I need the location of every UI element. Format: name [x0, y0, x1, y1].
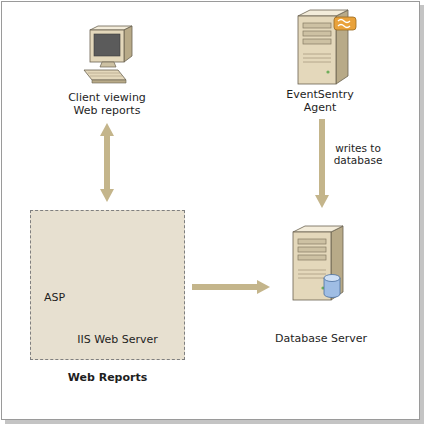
computer-icon: [84, 26, 132, 83]
database-cylinder: [324, 275, 340, 298]
node-label: Client viewing Web reports: [57, 91, 157, 117]
edge-label: writes to database: [328, 142, 388, 166]
agent-node: EventSentry Agent: [275, 10, 365, 114]
frame: [2, 2, 420, 420]
write-arrow: [319, 119, 325, 195]
client-node: Client viewing Web reports: [57, 25, 157, 117]
database-server-icon: [293, 226, 343, 300]
request-arrow: [104, 136, 110, 189]
node-label: Database Server: [270, 332, 372, 345]
group-heading: Web Reports: [30, 371, 185, 384]
folder-label: ASP: [44, 291, 80, 304]
node-label: EventSentry Agent: [275, 88, 365, 114]
query-arrow: [192, 284, 257, 290]
web-server-node: IIS Web Server: [70, 222, 165, 346]
database-server-node: Database Server: [270, 218, 372, 345]
agent-badge: [334, 17, 356, 30]
node-label: IIS Web Server: [70, 333, 165, 346]
